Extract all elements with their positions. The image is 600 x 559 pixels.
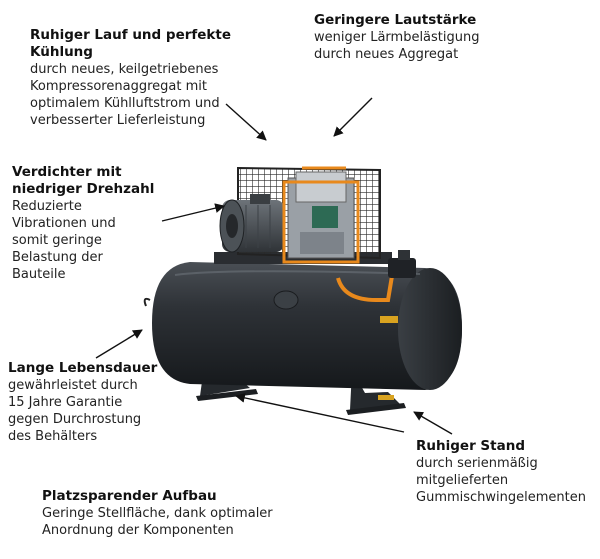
callout-stand-title: Ruhiger Stand	[416, 438, 525, 454]
callout-lifetime-text: gewährleistet durch 15 Jahre Garantie ge…	[8, 378, 142, 444]
pressure-pipe	[336, 250, 416, 302]
callout-space-text: Geringe Stellfläche, dank optimaler Anor…	[42, 506, 273, 538]
callout-compressor: Verdichter mit niedriger Drehzahl Reduzi…	[12, 164, 172, 283]
callout-cooling: Ruhiger Lauf und perfekte Kühlung durch …	[30, 27, 270, 129]
air-tank	[143, 262, 462, 390]
callout-stand: Ruhiger Stand durch serienmäßig mitgelie…	[416, 438, 600, 506]
callout-noise-text: weniger Lärmbelästigung durch neues Aggr…	[314, 30, 480, 62]
callout-space-title: Platzsparender Aufbau	[42, 488, 217, 504]
callout-cooling-title: Ruhiger Lauf und perfekte Kühlung	[30, 27, 231, 60]
electric-motor	[219, 194, 284, 253]
callout-noise: Geringere Lautstärke weniger Lärmbelästi…	[314, 12, 544, 63]
compressor-pump	[282, 166, 360, 264]
callout-noise-title: Geringere Lautstärke	[314, 12, 477, 28]
callout-cooling-text: durch neues, keilgetriebenes Kompressore…	[30, 62, 220, 128]
callout-lifetime-title: Lange Lebensdauer	[8, 360, 158, 376]
callout-compressor-title: Verdichter mit niedriger Drehzahl	[12, 164, 155, 197]
callout-arrows	[95, 97, 453, 435]
tank-feet	[196, 360, 406, 415]
callout-compressor-text: Reduzierte Vibrationen und somit geringe…	[12, 199, 116, 282]
callout-lifetime: Lange Lebensdauer gewährleistet durch 15…	[8, 360, 198, 445]
callout-space: Platzsparender Aufbau Geringe Stellfläch…	[42, 488, 362, 539]
callout-stand-text: durch serienmäßig mitgelieferten Gummisc…	[416, 456, 586, 505]
